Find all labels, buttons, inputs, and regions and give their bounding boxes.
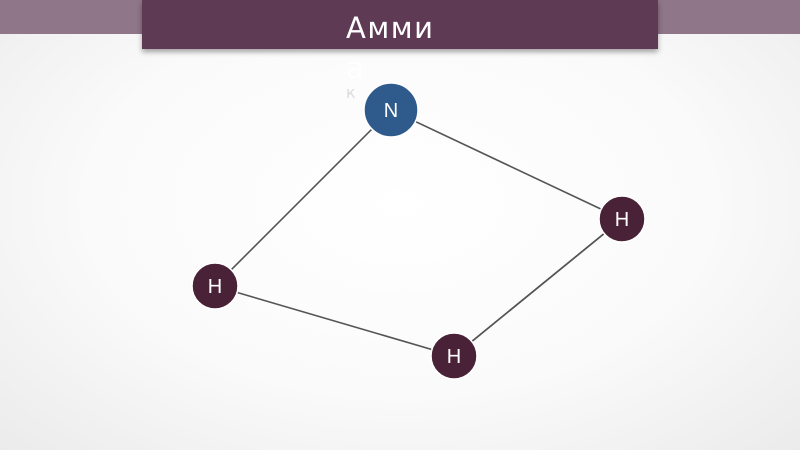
atom-circle bbox=[191, 262, 239, 310]
bond-n1-h2 bbox=[390, 109, 623, 220]
slide-title-tail: к bbox=[346, 83, 358, 102]
atom-label: H bbox=[447, 346, 461, 368]
atom-label: H bbox=[208, 276, 222, 298]
atom-hydrogen-h1: H bbox=[191, 262, 239, 310]
atom-label: H bbox=[615, 209, 629, 231]
atom-label: N bbox=[384, 100, 398, 122]
atom-circle bbox=[598, 195, 646, 243]
bonds-layer bbox=[214, 109, 623, 357]
atom-circle bbox=[363, 82, 419, 138]
bond-h3-h2 bbox=[453, 218, 623, 357]
atom-hydrogen-h2: H bbox=[598, 195, 646, 243]
atom-circle bbox=[430, 332, 478, 380]
bond-h3-h1 bbox=[214, 285, 455, 357]
atom-hydrogen-h3: H bbox=[430, 332, 478, 380]
title-bar bbox=[142, 0, 658, 49]
slide-title-main: Аммиа bbox=[346, 11, 435, 85]
atom-nitrogen-n1: N bbox=[363, 82, 419, 138]
bond-n1-h1 bbox=[214, 109, 392, 287]
atoms-layer: N H H H bbox=[191, 82, 646, 380]
